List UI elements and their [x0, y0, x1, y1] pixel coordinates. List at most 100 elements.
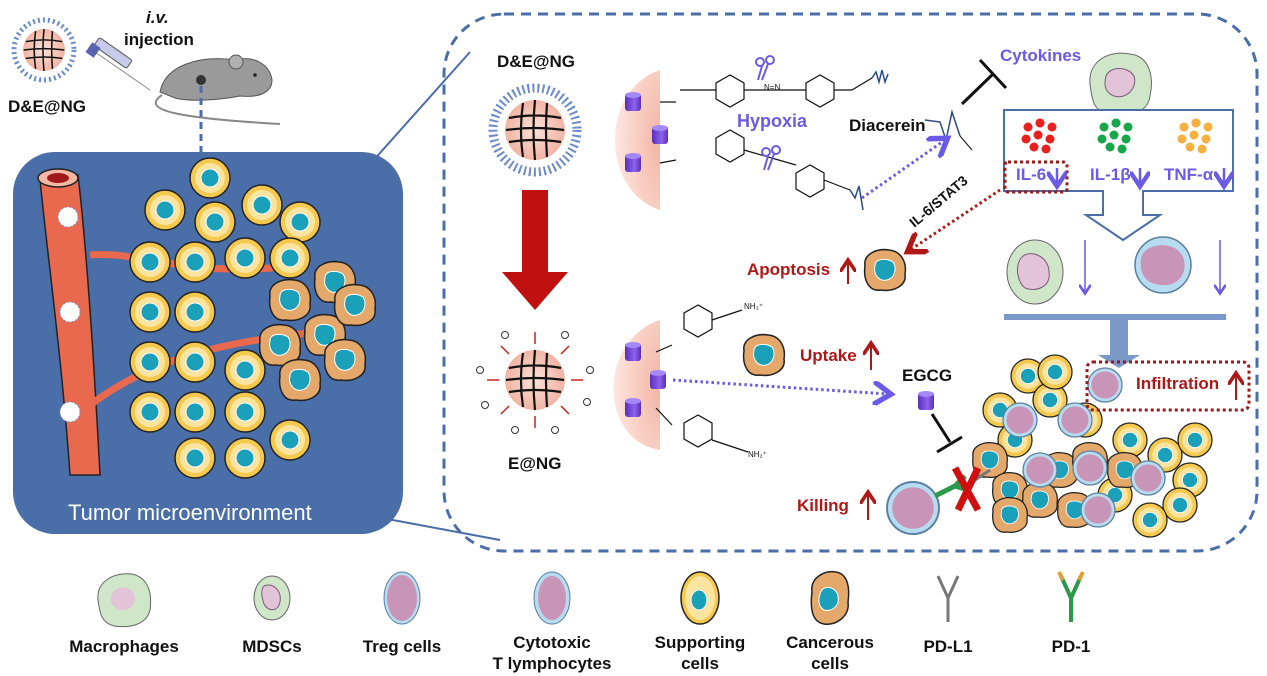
t-cell [1072, 450, 1108, 486]
supporting-cell [174, 291, 216, 333]
uptake-label: Uptake [800, 346, 857, 365]
legend-pdl1-icon [936, 575, 960, 622]
t-cell [1130, 460, 1166, 496]
supporting-cell [1112, 422, 1148, 458]
d-e-ng-nanogel-icon [11, 17, 77, 83]
cytokine-dot [1117, 144, 1127, 154]
legend-mdsc-icon [253, 575, 291, 621]
hypoxia-label: Hypoxia [737, 111, 808, 131]
diacerein-label: Diacerein [849, 116, 926, 135]
supporting-cell [189, 157, 231, 199]
supporting-cell [174, 241, 216, 283]
supporting-cell [269, 237, 311, 279]
e-ng-large-icon [476, 331, 594, 434]
legend-label-mdscs: MDSCs [242, 637, 302, 656]
legend-cancerous-icon [810, 570, 850, 625]
amine-linker-structure-top [655, 304, 743, 353]
supporting-cell [241, 184, 283, 226]
chem-nh3-label: NH₃⁺ [744, 302, 764, 311]
treg-cell-icon [1134, 236, 1192, 294]
syringe-icon [85, 37, 151, 91]
cytokine-dot [1109, 130, 1119, 140]
cytokine-dot [1033, 130, 1043, 140]
supporting-cell [194, 201, 236, 243]
cytokine-il6-label: IL-6 [1016, 165, 1047, 184]
supporting-cell [1132, 502, 1168, 538]
macrophage-icon [1089, 52, 1152, 116]
cytokines-label: Cytokines [1000, 46, 1082, 65]
cancer-cell [992, 497, 1028, 533]
zoom-connector-bottom [381, 517, 501, 541]
zoom-connector-top [371, 51, 471, 163]
supporting-cell [279, 201, 321, 243]
cancer-cell [323, 338, 367, 382]
supporting-cell [174, 391, 216, 433]
release-arrow-egcg [672, 378, 888, 394]
supporting-cell [224, 437, 266, 479]
egcg-label: EGCG [902, 366, 953, 385]
cytokine-dot [1035, 118, 1045, 128]
detail-panel-border [442, 12, 1259, 553]
d-e-ng-large-icon [488, 83, 582, 177]
cancer-cell [333, 283, 377, 327]
supporting-cell [144, 189, 186, 231]
il6-highlight-box [1003, 160, 1069, 194]
infiltration-label: Infiltration [1136, 374, 1220, 393]
tnfa-dots-icon [1177, 118, 1213, 154]
cytokine-dot [1123, 122, 1133, 132]
mouse-icon [154, 54, 281, 125]
cancer-cell [1022, 482, 1058, 518]
cytokine-dot [1203, 122, 1213, 132]
mdsc-cell-icon [1006, 239, 1064, 305]
supporting-cell [129, 341, 171, 383]
cytokine-dot [1021, 134, 1031, 144]
drug-cylinder-icon [650, 370, 666, 389]
iv-route-label: i.v. [146, 8, 169, 27]
d-e-ng-detail-label: D&E@NG [497, 52, 575, 71]
scissors-icon [755, 55, 775, 81]
pd1-pdl1-blocked-icon [933, 466, 991, 512]
supporting-cell [129, 391, 171, 433]
cytokine-dot [1097, 134, 1107, 144]
cytokine-dot [1201, 134, 1211, 144]
cancer-cell [268, 278, 312, 322]
cytokine-dot [1047, 122, 1057, 132]
drug-cylinder-icon [625, 153, 641, 172]
supporting-cell [1162, 487, 1198, 523]
cancer-cell-apoptosis-icon [863, 248, 907, 292]
e-ng-detail-label: E@NG [508, 454, 562, 473]
supporting-cell [129, 291, 171, 333]
diacerein-molecule-icon [924, 109, 973, 151]
legend-macrophage-icon [97, 573, 152, 628]
cytokine-dot [1177, 134, 1187, 144]
cancer-cell [278, 358, 322, 402]
egcg-molecule-icon [918, 391, 934, 410]
legend-ctl-icon [533, 571, 571, 625]
legend-treg-icon [383, 571, 421, 625]
inhibition-icon [930, 413, 963, 454]
t-cell [1022, 452, 1058, 488]
injection-label: injection [124, 30, 194, 49]
cytokine-dot [1041, 144, 1051, 154]
cytokine-tnfa-label: TNF-α [1164, 165, 1214, 184]
scissors-icon [761, 145, 781, 171]
supporting-cell [174, 437, 216, 479]
cytokine-dot [1029, 142, 1039, 152]
t-cell [1087, 367, 1123, 403]
il6-dots-icon [1021, 118, 1057, 154]
legend-supporting-icon [680, 571, 720, 625]
il1b-dots-icon [1097, 118, 1133, 154]
cytokine-decrease-arrows [1057, 168, 1224, 184]
supporting-cell [224, 349, 266, 391]
t-cell [1080, 492, 1116, 528]
chem-azo-label: N=N [764, 83, 781, 92]
legend-label-pdl1: PD-L1 [923, 637, 973, 656]
inhibition-icon [960, 58, 1008, 106]
legend-pd1-icon [1057, 571, 1085, 622]
drug-cylinder-icon [625, 398, 641, 417]
azo-linker-structure-bottom [659, 129, 864, 211]
supporting-cell [269, 419, 311, 461]
cytokine-dot [1099, 122, 1109, 132]
supporting-cell [1037, 354, 1073, 390]
